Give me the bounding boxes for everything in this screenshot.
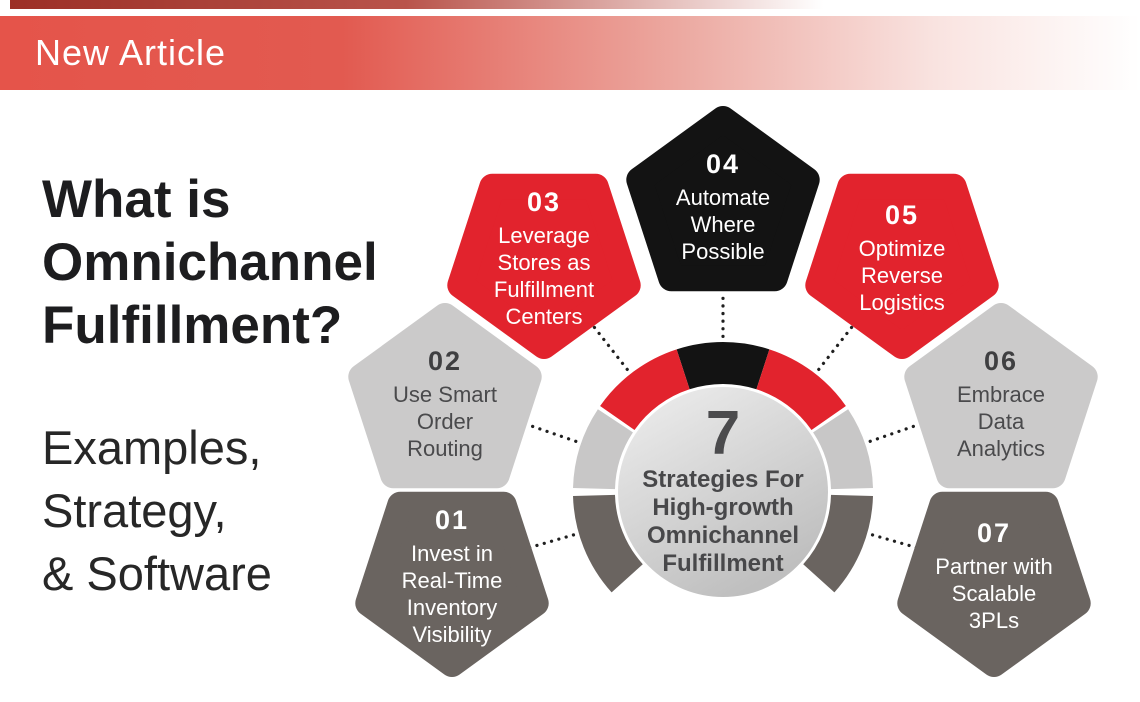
strategy-pentagons [348, 106, 1098, 677]
strategy-07-text: 07 Partner with Scalable 3PLs [904, 501, 1084, 651]
strategy-number: 05 [884, 200, 920, 230]
strategy-number: 02 [427, 346, 463, 376]
strategy-05-text: 05 Optimize Reverse Logistics [812, 183, 992, 333]
pentagon-06 [904, 303, 1098, 489]
ring-segment-lower-right [802, 494, 873, 593]
center-circle [618, 387, 828, 597]
center-circle-text: 7 Strategies For High-growth Omnichannel… [613, 378, 833, 602]
strategy-number: 06 [983, 346, 1019, 376]
strategy-label-line: Partner with [935, 554, 1053, 579]
strategy-number: 03 [526, 186, 562, 217]
pentagon-02 [348, 303, 542, 489]
page-subtitle-line: & Software [42, 547, 272, 600]
ring-segments [573, 342, 873, 593]
strategy-label-line: Optimize [858, 236, 946, 261]
connector-02 [527, 423, 585, 446]
strategy-label-line: Automate [675, 185, 771, 210]
strategy-number: 01 [434, 504, 470, 535]
page-title-line: Fulfillment? [42, 296, 343, 355]
ring-segment-left [573, 409, 634, 490]
strategy-label-line: Fulfillment [493, 276, 595, 302]
strategy-number: 04 [705, 149, 741, 179]
strategy-label-line: Leverage [498, 222, 590, 248]
pentagon-04 [626, 106, 820, 292]
strategy-label-line: Use Smart [393, 382, 497, 407]
pentagon-01 [355, 491, 549, 677]
strategy-label-line: Analytics [956, 436, 1046, 461]
page-subtitle: Examples, Strategy, & Software [42, 416, 272, 605]
strategy-label-line: Order [416, 409, 474, 434]
strategy-label-line: Stores as [497, 249, 591, 275]
strategy-label-line: Logistics [859, 290, 945, 315]
page-subtitle-line: Strategy, [42, 484, 227, 537]
strategy-label-line: Data [977, 409, 1025, 434]
pentagon-05 [805, 173, 999, 359]
center-line: Fulfillment [662, 550, 784, 577]
strategy-label-line: Real-Time [401, 567, 503, 593]
ring-segment-upper-left [600, 349, 691, 431]
page-title-line: Omnichannel [42, 233, 378, 292]
top-accent-strip [10, 0, 1140, 9]
page-title: What is Omnichannel Fulfillment? [42, 168, 378, 357]
strategy-label-line: Invest in [411, 540, 493, 566]
connector-03 [592, 324, 634, 377]
strategy-label-line: Reverse [861, 263, 943, 288]
pentagon-07 [897, 491, 1091, 677]
center-count: 7 [705, 399, 741, 468]
strategy-label-line: Routing [407, 436, 483, 461]
pentagon-03 [447, 173, 641, 359]
page-title-line: What is [42, 170, 231, 229]
connector-dotted-lines [524, 294, 922, 551]
strategy-06-text: 06 Embrace Data Analytics [911, 329, 1091, 479]
strategy-label-line: Where [690, 212, 756, 237]
ring-segment-lower-left [573, 494, 644, 593]
ring-segment-right [812, 409, 873, 490]
strategy-label-line: Centers [505, 303, 583, 329]
center-line: Omnichannel [646, 522, 800, 549]
strategy-number: 07 [976, 518, 1012, 548]
strategy-04-text: 04 Automate Where Possible [633, 132, 813, 282]
strategy-03-text: 03 Leverage Stores as Fulfillment Center… [454, 183, 634, 333]
strategy-label-line: 3PLs [968, 608, 1020, 633]
strategy-label-line: Embrace [956, 382, 1046, 407]
connector-06 [861, 423, 919, 446]
banner-title: New Article [35, 32, 227, 73]
strategy-label-line: Inventory [406, 594, 498, 620]
strategy-label-line: Possible [681, 239, 765, 264]
connector-05 [812, 324, 854, 377]
strategy-01-text: 01 Invest in Real-Time Inventory Visibil… [362, 501, 542, 651]
strategy-label-line: Scalable [951, 581, 1037, 606]
banner: New Article [0, 16, 1140, 90]
strategy-label-line: Visibility [412, 621, 492, 647]
ring-segment-top [676, 342, 770, 390]
ring-segment-upper-right [755, 349, 846, 431]
page-subtitle-line: Examples, [42, 421, 262, 474]
center-line: Strategies For [642, 466, 804, 493]
center-line: High-growth [652, 494, 794, 521]
strategy-02-text: 02 Use Smart Order Routing [355, 329, 535, 479]
